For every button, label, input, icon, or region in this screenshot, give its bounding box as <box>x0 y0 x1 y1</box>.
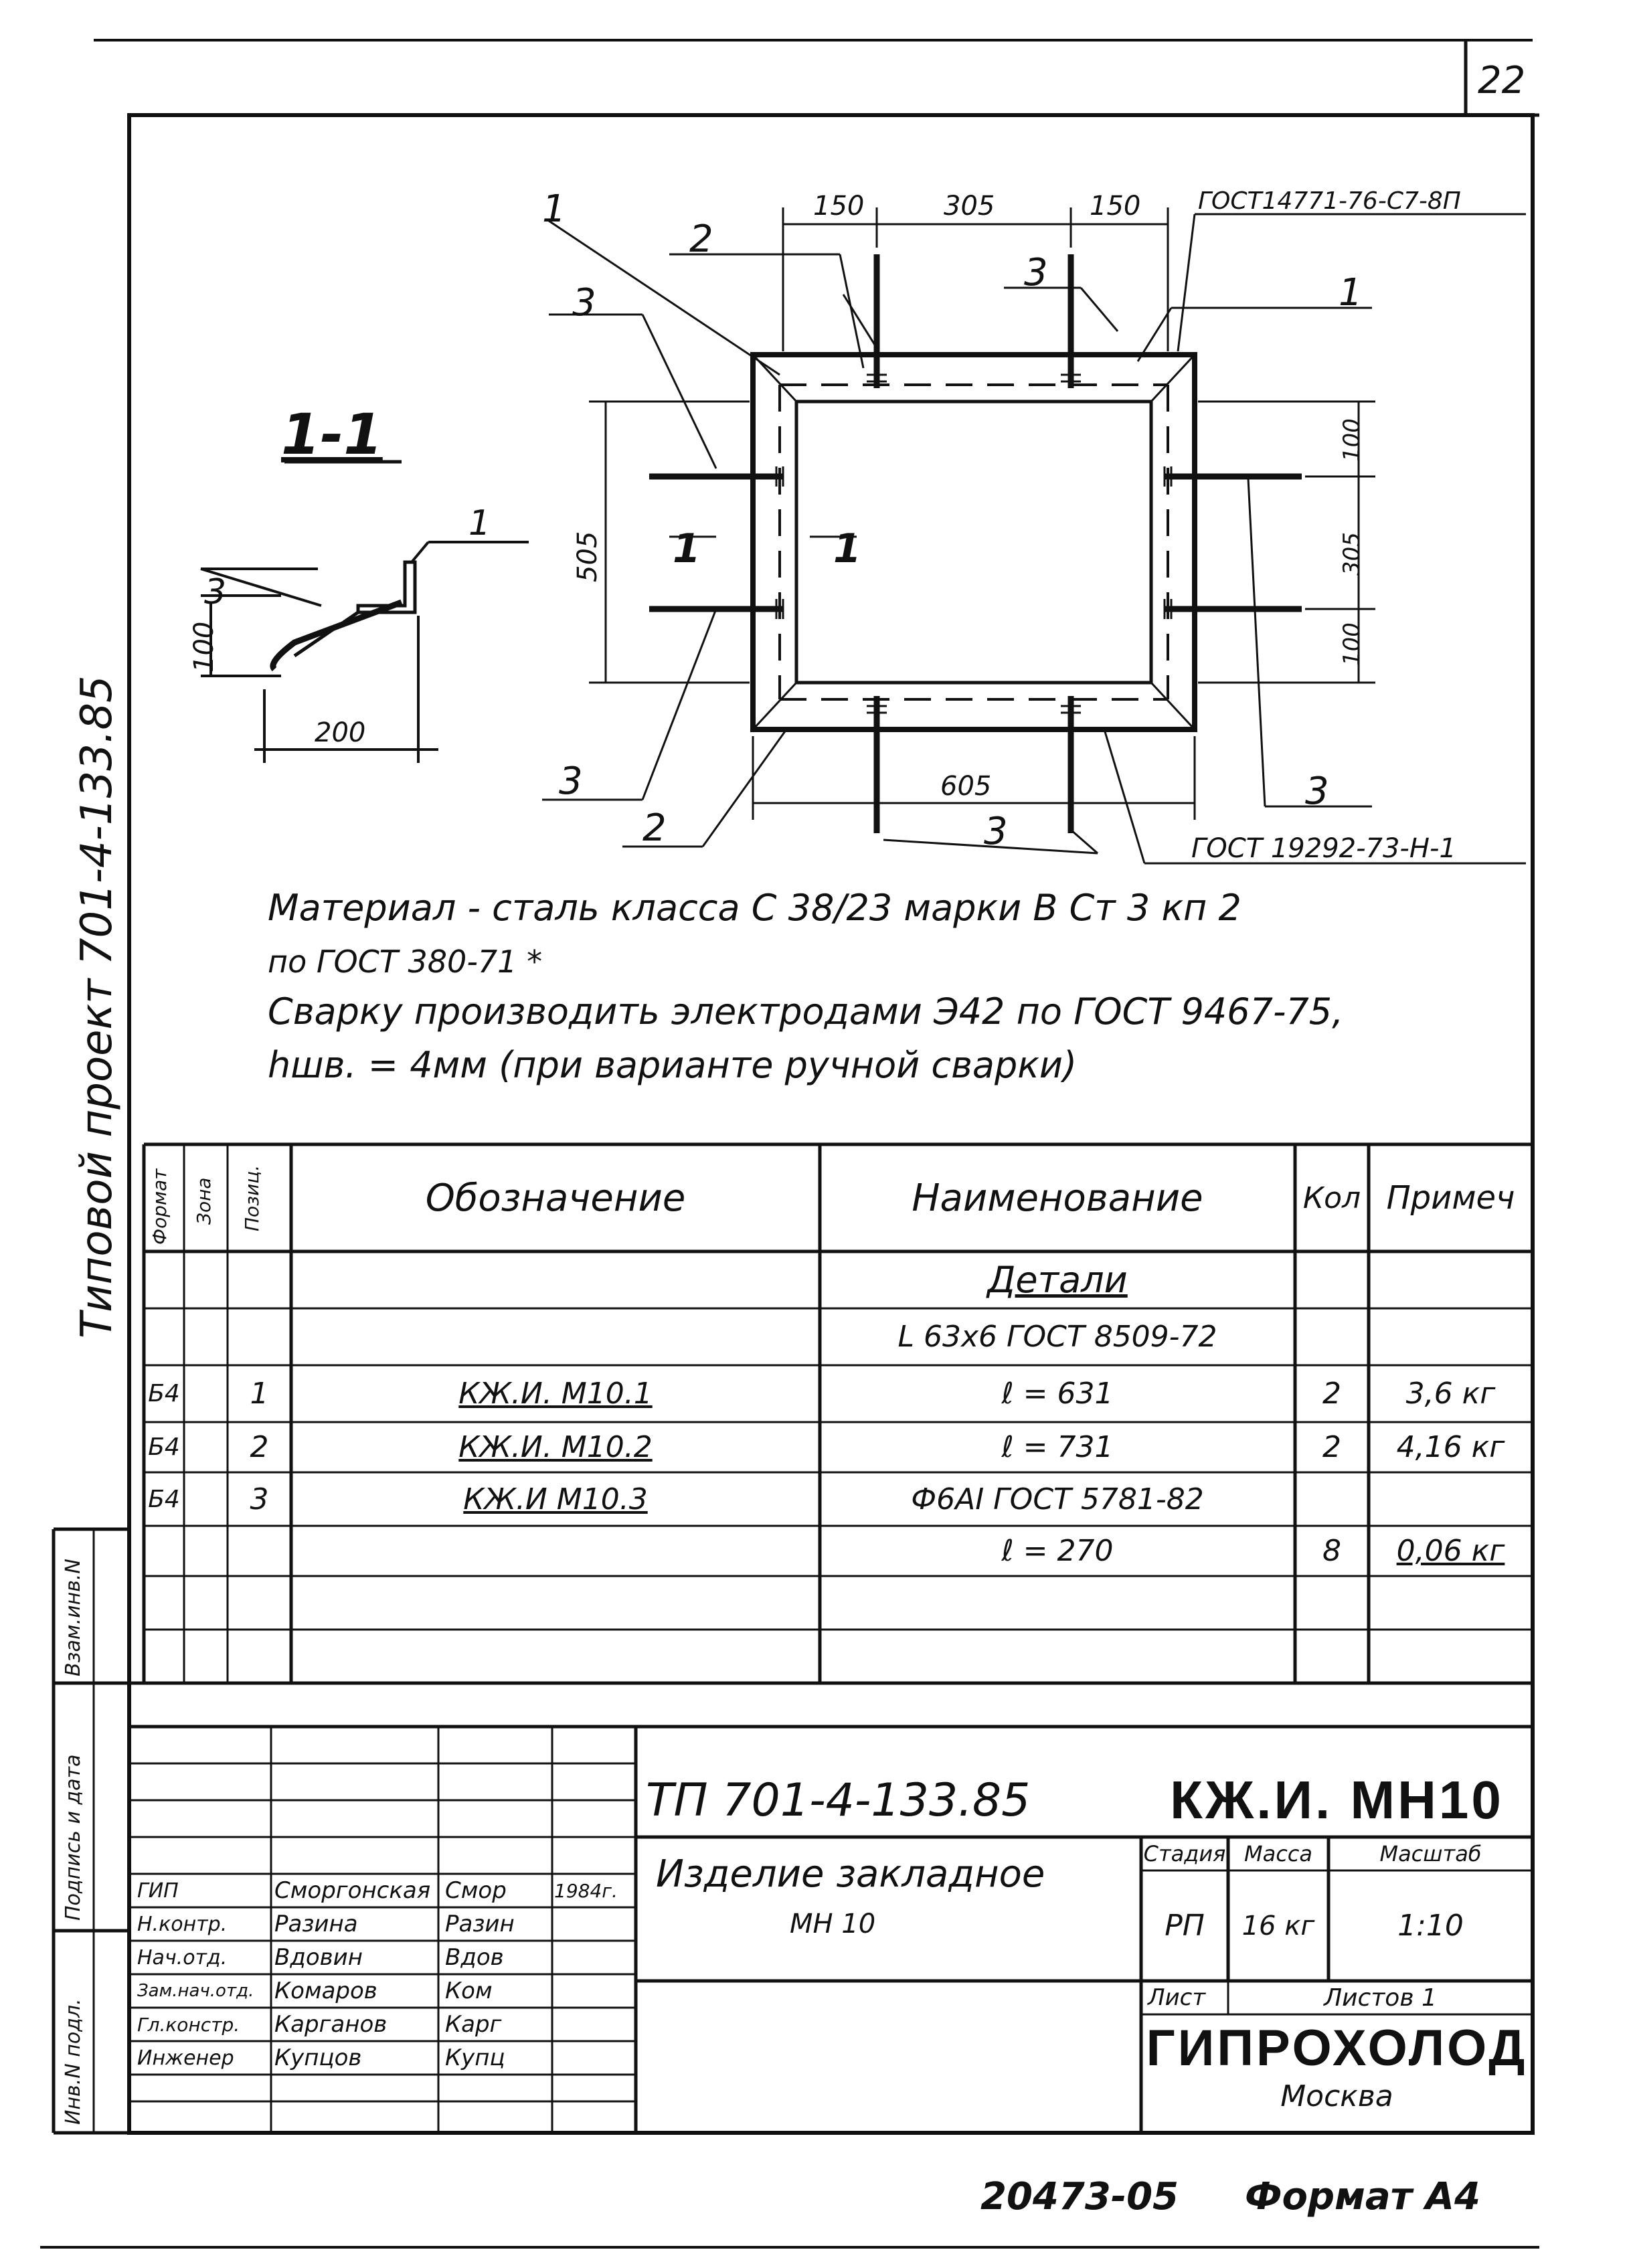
plan-pos-3-bottom-left: 3 <box>559 760 583 803</box>
plan-dim-right-2: 305 <box>1339 532 1365 576</box>
staff-signature: Вдов <box>445 1944 504 1971</box>
staff-name: Карганов <box>274 2011 388 2038</box>
format-label: Формат А4 <box>1245 2175 1480 2218</box>
spec-row-name: ℓ = 731 <box>1001 1430 1114 1464</box>
spec-row-pos: 3 <box>250 1482 269 1516</box>
side-dim-height: 100 <box>189 621 220 673</box>
plan-pos-3-bottom: 3 <box>984 810 1008 853</box>
staff-name: Вдовин <box>274 1944 363 1971</box>
hdr-pos: Позиц. <box>241 1164 263 1231</box>
sheets-label: Листов 1 <box>1324 1984 1437 2012</box>
spec-row-qty: 8 <box>1322 1534 1341 1568</box>
spec-row-note: 0,06 кг <box>1396 1534 1505 1568</box>
staff-signature: Карг <box>445 2011 502 2038</box>
spec-row-name: ℓ = 270 <box>1001 1534 1114 1568</box>
plan-dim-right-3: 100 <box>1339 622 1365 666</box>
hdr-designation: Обозначение <box>425 1176 686 1220</box>
staff-role: Н.контр. <box>137 1912 228 1936</box>
staff-name: Купцов <box>274 2044 362 2071</box>
hdr-qty: Кол <box>1302 1181 1361 1215</box>
spec-row-name: ℓ = 631 <box>1001 1377 1114 1411</box>
note-line-3: Сварку производить электродами Э42 по ГО… <box>268 990 1344 1033</box>
gost-bottom: ГОСТ 19292-73-Н-1 <box>1191 833 1456 864</box>
spec-row-name: Ф6АI ГОСТ 5781-82 <box>911 1482 1204 1516</box>
section-cut-right: 1 <box>833 525 861 572</box>
plan-dim-right-1: 100 <box>1339 418 1365 462</box>
spec-row-format: Б4 <box>148 1433 180 1461</box>
gost-top: ГОСТ14771-76-С7-8П <box>1198 187 1461 215</box>
plan-dim-left: 505 <box>572 531 603 582</box>
strip-sign-date: Подпись и дата <box>62 1754 85 1921</box>
org-city: Москва <box>1280 2079 1393 2113</box>
spec-row-name: Детали <box>987 1259 1128 1301</box>
staff-date: 1984г. <box>554 1879 618 1902</box>
staff-role: Инженер <box>137 2046 234 2070</box>
staff-signature: Разин <box>445 1911 515 1937</box>
spec-row-format: Б4 <box>148 1485 180 1513</box>
side-dim-width: 200 <box>315 717 366 748</box>
plan-pos-1-right: 1 <box>1339 271 1363 315</box>
spec-row-designation: КЖ.И. М10.1 <box>458 1377 653 1411</box>
item-sub: МН 10 <box>790 1909 876 1939</box>
staff-role: ГИП <box>137 1879 179 1903</box>
scale-value: 1:10 <box>1397 1909 1464 1943</box>
mass-label: Масса <box>1244 1841 1312 1866</box>
note-line-4: hшв. = 4мм (при варианте ручной сварки) <box>268 1044 1078 1086</box>
spec-row-qty: 2 <box>1322 1377 1341 1411</box>
note-line-2: по ГОСТ 380-71 * <box>268 944 543 980</box>
project-vertical-label: Типовой проект 701-4-133.85 <box>72 675 122 1338</box>
staff-role: Зам.нач.отд. <box>137 1981 254 2001</box>
plan-dim-top-3: 150 <box>1090 191 1141 222</box>
staff-signature: Ком <box>445 1978 493 2004</box>
spec-row-pos: 1 <box>250 1377 269 1411</box>
strip-inv-vzam: Взам.инв.N <box>62 1559 85 1676</box>
staff-name: Разина <box>274 1911 358 1937</box>
plan-pos-2-top: 2 <box>689 217 713 261</box>
spec-row-designation: КЖ.И М10.3 <box>463 1482 648 1516</box>
scale-label: Масштаб <box>1379 1841 1482 1866</box>
staff-name: Комаров <box>274 1978 377 2004</box>
spec-row-format: Б4 <box>148 1380 180 1407</box>
stage-label: Стадия <box>1143 1841 1226 1866</box>
spec-row-name: L 63x6 ГОСТ 8509-72 <box>897 1320 1217 1354</box>
note-line-1: Материал - сталь класса С 38/23 марки В … <box>268 887 1241 929</box>
archive-number: 20473-05 <box>980 2175 1179 2218</box>
spec-row-note: 3,6 кг <box>1405 1377 1496 1411</box>
doc-code: ТП 701-4-133.85 <box>646 1773 1031 1827</box>
plan-pos-3-top: 3 <box>1024 251 1048 294</box>
plan-pos-1-left: 1 <box>542 187 566 231</box>
staff-name: Сморгонская <box>274 1877 431 1904</box>
plan-dim-top-2: 305 <box>944 191 995 222</box>
staff-signature: Купц <box>445 2044 505 2071</box>
section-mark: 1-1 <box>281 402 383 467</box>
org-name: ГИПРОХОЛОД <box>1146 2019 1528 2077</box>
staff-role: Гл.констр. <box>137 2013 240 2036</box>
plan-dim-top-1: 150 <box>813 191 865 222</box>
spec-row-pos: 2 <box>250 1430 269 1464</box>
doc-mark: КЖ.И. МН10 <box>1170 1770 1504 1830</box>
mass-value: 16 кг <box>1241 1910 1315 1941</box>
strip-inv-orig: Инв.N подл. <box>62 1998 85 2125</box>
hdr-format: Формат <box>149 1168 171 1245</box>
section-cut-left: 1 <box>673 525 701 572</box>
side-pos-1: 1 <box>468 503 491 543</box>
stage-value: РП <box>1165 1909 1205 1943</box>
sheet-label: Лист <box>1148 1984 1206 2011</box>
hdr-zone: Зона <box>193 1177 215 1225</box>
staff-role: Нач.отд. <box>137 1945 228 1970</box>
hdr-name: Наименование <box>912 1176 1203 1220</box>
spec-row-note: 4,16 кг <box>1396 1430 1505 1464</box>
hdr-note: Примеч <box>1386 1179 1515 1217</box>
plan-pos-3-left: 3 <box>572 281 596 325</box>
plan-pos-2-bottom-left: 2 <box>642 806 667 850</box>
page-number: 22 <box>1478 59 1526 102</box>
side-pos-3: 3 <box>204 572 227 612</box>
spec-row-designation: КЖ.И. М10.2 <box>458 1430 653 1464</box>
item-name: Изделие закладное <box>656 1852 1045 1896</box>
plan-pos-3-right: 3 <box>1305 770 1329 813</box>
plan-dim-bottom: 605 <box>940 771 992 802</box>
spec-row-qty: 2 <box>1322 1430 1341 1464</box>
staff-signature: Смор <box>445 1877 507 1904</box>
